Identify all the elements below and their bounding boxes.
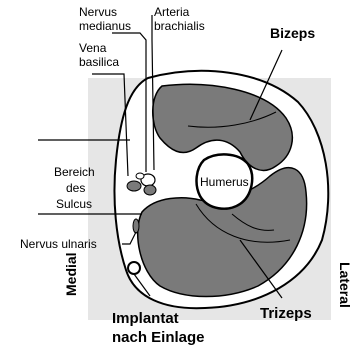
label-implantat-1: Implantat <box>112 310 179 327</box>
label-vena-basilica-1: Vena <box>79 41 107 55</box>
label-bereich-3: Sulcus <box>56 197 92 211</box>
label-medial: Medial <box>63 252 79 296</box>
label-vena-basilica-2: basilica <box>79 55 119 69</box>
label-trizeps: Trizeps <box>260 305 312 322</box>
label-bizeps: Bizeps <box>270 25 315 41</box>
label-lateral: Lateral <box>337 262 353 308</box>
label-bereich-2: des <box>66 181 85 195</box>
label-nervus-medianus-1: Nervus <box>79 5 117 19</box>
label-humerus: Humerus <box>200 175 249 189</box>
label-arteria-brachialis-2: brachialis <box>154 19 205 33</box>
implant-marker <box>128 262 140 274</box>
sulcus-vessel-small <box>136 173 144 179</box>
vena-basilica-vessel <box>127 181 141 191</box>
nervus-medianus-vessel <box>144 185 156 195</box>
label-implantat-2: nach Einlage <box>112 329 205 346</box>
label-bereich-1: Bereich <box>54 165 95 179</box>
label-nervus-medianus-2: medianus <box>79 19 131 33</box>
nervus-ulnaris-vessel <box>133 219 139 233</box>
label-arteria-brachialis-1: Arteria <box>154 5 190 19</box>
label-nervus-ulnaris: Nervus ulnaris <box>20 237 97 251</box>
